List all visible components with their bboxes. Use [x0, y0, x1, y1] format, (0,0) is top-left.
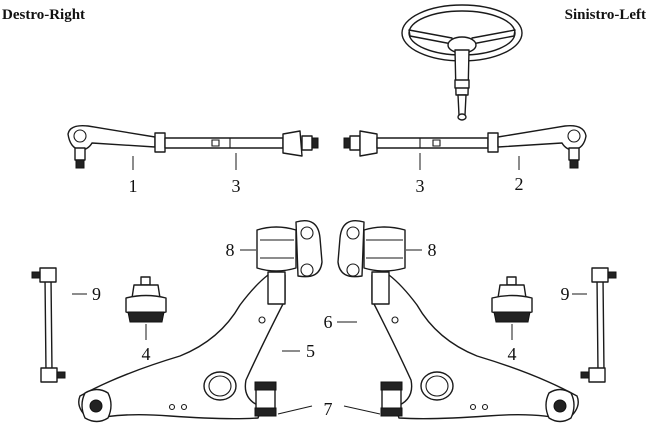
- callout-9-right: 9: [92, 284, 101, 304]
- ball-joint-right: [125, 276, 167, 323]
- steering-wheel-icon: [401, 4, 523, 121]
- bushing-right: [256, 220, 323, 278]
- ball-joint-left: [491, 276, 533, 323]
- callout-9-left: 9: [561, 284, 570, 304]
- bushing-left: [337, 220, 406, 278]
- callout-1: 1: [129, 176, 138, 196]
- callout-3-right: 3: [232, 176, 241, 196]
- stabilizer-link-left: [580, 267, 617, 383]
- callout-7: 7: [324, 399, 333, 419]
- control-arm-right: [78, 271, 286, 423]
- callout-2: 2: [515, 174, 524, 194]
- callout-3-left: 3: [416, 176, 425, 196]
- inner-tie-rod-left: [343, 130, 489, 157]
- callout-8-right: 8: [226, 240, 235, 260]
- stabilizer-link-right: [31, 267, 66, 383]
- control-arm-left: [371, 271, 579, 423]
- heading-right-side: Destro-Right: [2, 7, 86, 23]
- leader-lines: [72, 153, 587, 415]
- callout-5: 5: [306, 341, 315, 361]
- tie-rod-end-left: [487, 125, 587, 169]
- callout-6: 6: [324, 312, 333, 332]
- callout-4-right: 4: [142, 344, 151, 364]
- heading-left-side: Sinistro-Left: [564, 7, 646, 23]
- tie-rod-end-right: [67, 124, 166, 169]
- callout-8-left: 8: [428, 240, 437, 260]
- inner-tie-rod-right: [164, 130, 319, 157]
- callout-4-left: 4: [508, 344, 517, 364]
